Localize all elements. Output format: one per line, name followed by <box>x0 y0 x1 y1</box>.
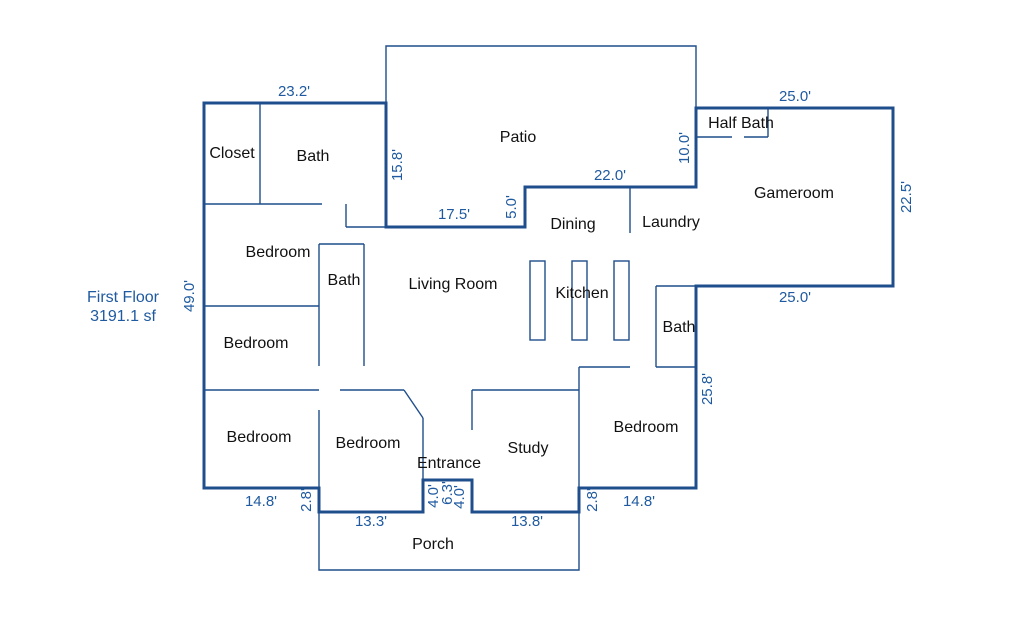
dim-entry-a: 4.0' <box>425 484 442 508</box>
kitchen-counters <box>529 260 630 341</box>
room-bath-right: Bath <box>663 319 696 336</box>
room-closet: Closet <box>209 145 255 162</box>
dim-gameroom-bottom: 25.0' <box>779 289 811 306</box>
room-half-bath: Half Bath <box>708 115 774 132</box>
dim-top-left: 23.2' <box>278 83 310 100</box>
dim-bottom-left: 14.8' <box>245 493 277 510</box>
exterior-wall <box>202 101 895 514</box>
interior-walls <box>204 103 769 488</box>
dim-patio-step: 5.0' <box>503 195 520 219</box>
room-study: Study <box>508 440 549 457</box>
room-bedroom-lower-mid: Bedroom <box>336 435 401 452</box>
dim-left-step: 2.8' <box>298 488 315 512</box>
room-bedroom-lower-right: Bedroom <box>614 419 679 436</box>
room-kitchen: Kitchen <box>555 285 608 302</box>
room-bedroom-lower-left: Bedroom <box>227 429 292 446</box>
room-bath-top: Bath <box>297 148 330 165</box>
dim-entry-b: 6.3' <box>439 481 456 505</box>
floor-name: First Floor <box>87 289 160 306</box>
dim-right-step: 2.8' <box>584 488 601 512</box>
room-porch: Porch <box>412 536 454 553</box>
dim-top-right: 25.0' <box>779 88 811 105</box>
dim-dining-top: 22.0' <box>594 167 626 184</box>
room-dining: Dining <box>550 216 595 233</box>
floor-area: 3191.1 sf <box>90 308 156 325</box>
room-gameroom: Gameroom <box>754 185 834 202</box>
room-entrance: Entrance <box>417 455 481 472</box>
dim-left-side: 49.0' <box>181 280 198 312</box>
dim-porch-right: 13.8' <box>511 513 543 530</box>
room-patio: Patio <box>500 129 537 146</box>
room-living-room: Living Room <box>409 276 498 293</box>
dim-patio-right: 10.0' <box>676 132 693 164</box>
room-bedroom-left: Bedroom <box>224 335 289 352</box>
dim-right-side: 25.8' <box>699 373 716 405</box>
dim-patio-left: 15.8' <box>389 149 406 181</box>
room-bedroom-upper: Bedroom <box>246 244 311 261</box>
patio-outline <box>385 45 697 227</box>
dim-entry-c: 4.0' <box>451 485 468 509</box>
room-bath-mid: Bath <box>328 272 361 289</box>
dim-porch-left: 13.3' <box>355 513 387 530</box>
dim-patio-bottom: 17.5' <box>438 206 470 223</box>
dim-bottom-right: 14.8' <box>623 493 655 510</box>
dim-gameroom-right: 22.5' <box>898 181 915 213</box>
room-laundry: Laundry <box>642 214 700 231</box>
porch-outline <box>318 512 580 571</box>
